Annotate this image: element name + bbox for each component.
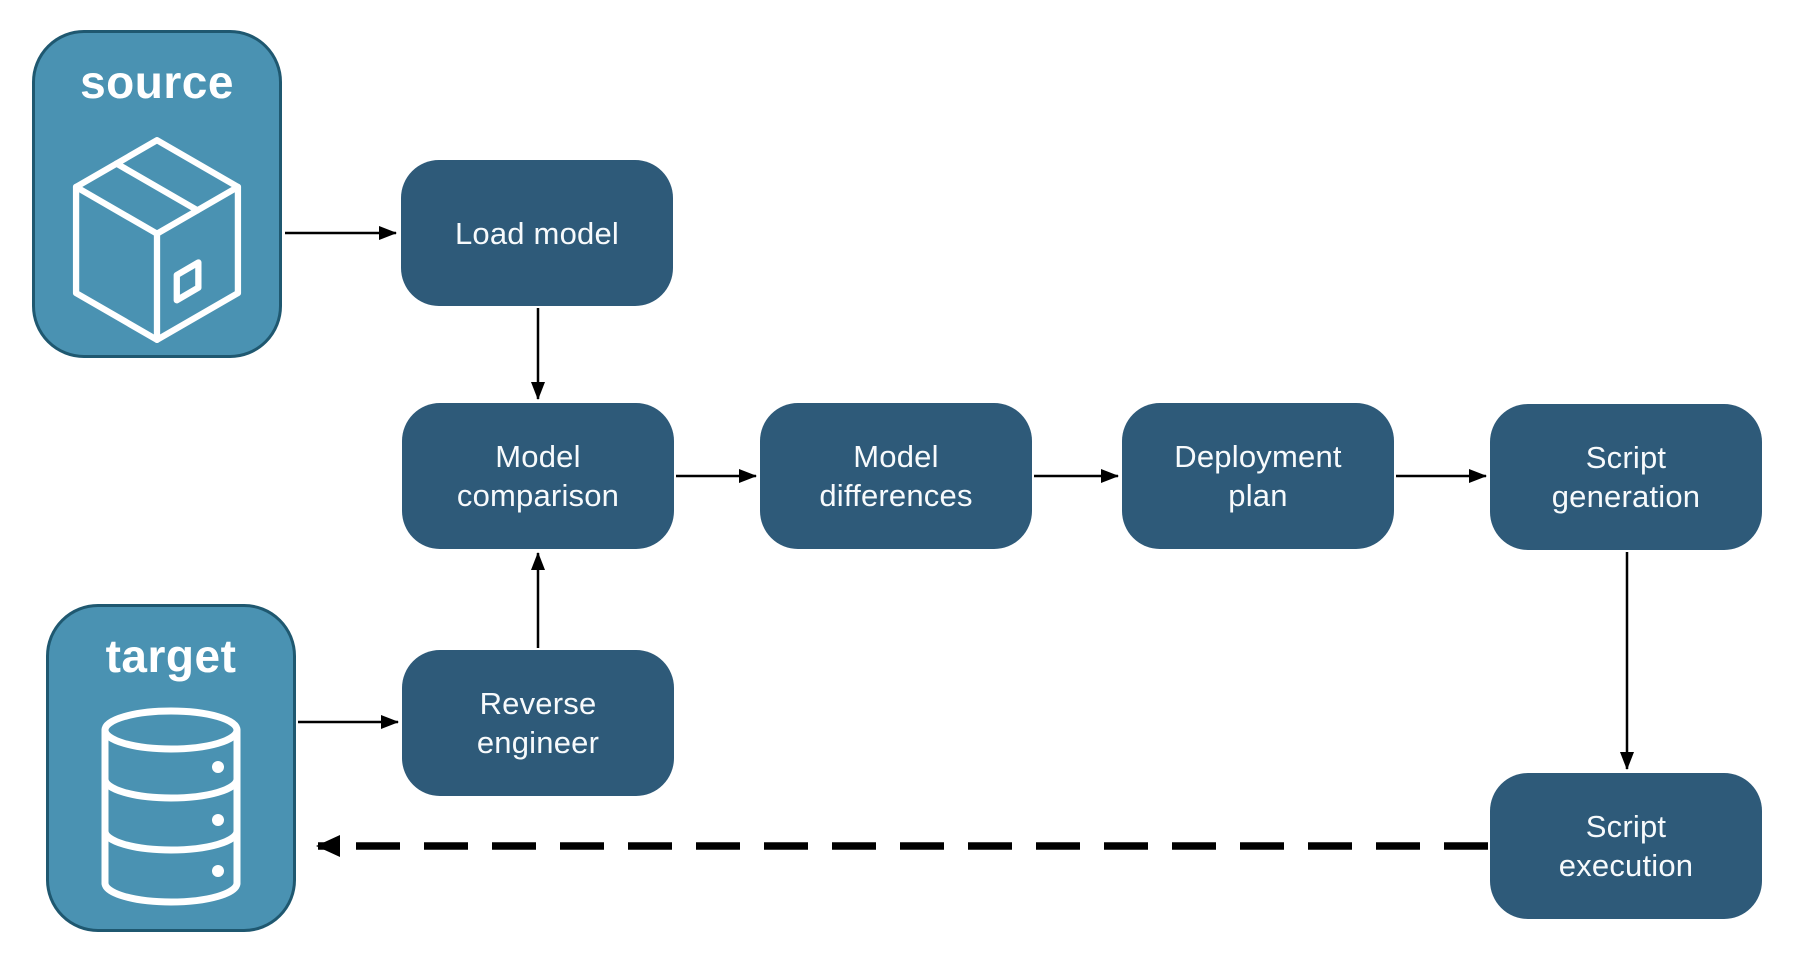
terminal-target: target (46, 604, 296, 932)
terminal-source: source (32, 30, 282, 358)
package-icon (72, 137, 242, 343)
node-script-generation: Script generation (1490, 404, 1762, 550)
target-label: target (105, 630, 237, 682)
node-load-model: Load model (401, 160, 673, 306)
node-model-differences: Model differences (760, 403, 1032, 549)
node-deployment-plan: Deployment plan (1122, 403, 1394, 549)
source-label: source (80, 56, 234, 108)
node-reverse-engineer: Reverse engineer (402, 650, 674, 796)
database-icon (101, 707, 241, 906)
node-script-execution: Script execution (1490, 773, 1762, 919)
node-model-comparison: Model comparison (402, 403, 674, 549)
